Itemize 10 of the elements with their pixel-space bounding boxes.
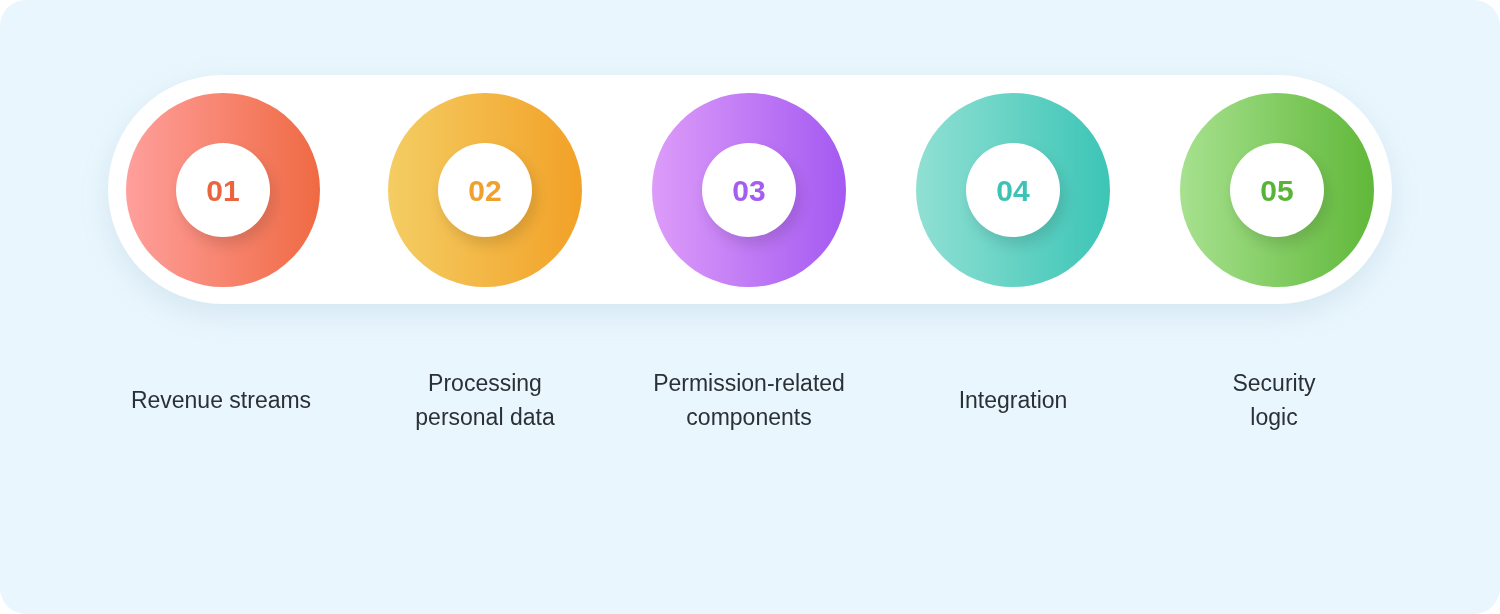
step-number: 03: [732, 176, 766, 206]
step-label: Security logic: [1231, 369, 1317, 432]
step-label: Permission-related components: [652, 369, 846, 432]
step-label: Integration: [958, 386, 1068, 415]
step-label: Processing personal data: [414, 369, 556, 432]
step-number: 05: [1260, 176, 1294, 206]
step-number: 02: [468, 176, 502, 206]
step-number: 04: [996, 176, 1030, 206]
step-number: 01: [206, 176, 240, 206]
step-label: Revenue streams: [130, 386, 312, 415]
